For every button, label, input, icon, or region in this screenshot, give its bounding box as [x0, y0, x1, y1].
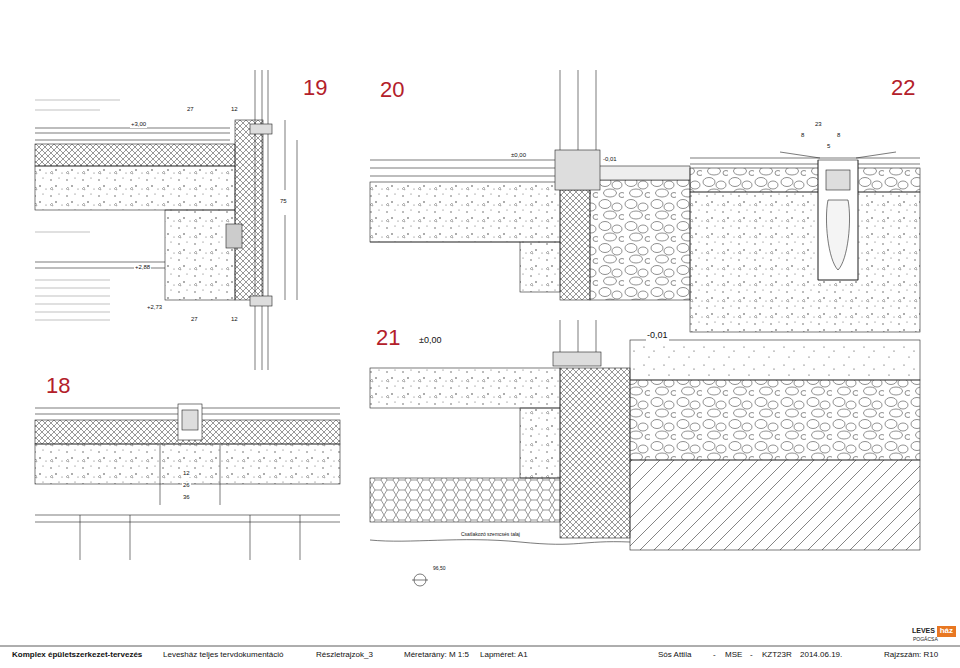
project-name: Levesház teljes tervdokumentáció [163, 651, 284, 660]
drawing-number: Rajzszám: R10 [884, 651, 938, 660]
dimension: 27 [186, 106, 195, 113]
course-name: Komplex épületszerkezet-tervezés [12, 651, 142, 660]
sheet-size: Lapméret: A1 [480, 651, 528, 660]
logo-badge: ház [937, 626, 956, 637]
dimension: 27 [190, 316, 199, 323]
level-mark: ±0,00 [418, 336, 442, 346]
detail-number: 19 [303, 76, 327, 100]
dimension: 12 [230, 106, 239, 113]
scale: Méretarány: M 1:5 [404, 651, 469, 660]
author: Sós Attila [658, 651, 691, 660]
level-mark: +2,88 [134, 264, 151, 271]
dimension: 5 [826, 143, 831, 150]
detail-number: 22 [891, 76, 915, 100]
school: MSE [725, 651, 742, 660]
date: 2014.06.19. [800, 651, 842, 660]
dimension: 26 [182, 482, 191, 489]
level-mark: ±0,00 [510, 152, 527, 159]
level-mark: 96,50 [432, 566, 447, 572]
sheet-title: Részletrajzok_3 [316, 651, 373, 660]
detail-number: 18 [46, 374, 70, 398]
level-mark: +2,73 [146, 304, 163, 311]
level-mark: +3,00 [130, 121, 147, 128]
detail-number: 21 [376, 326, 400, 350]
dimension: 75 [279, 198, 288, 205]
logo-text: LEVES [912, 627, 935, 635]
code: KZT23R [762, 651, 792, 660]
separator: - [713, 651, 716, 660]
dimension: 8 [836, 132, 841, 139]
dimension: 23 [814, 121, 823, 128]
level-mark: -0,01 [602, 156, 618, 163]
dimension: 12 [182, 470, 191, 477]
detail-number: 20 [380, 78, 404, 102]
level-mark: -0,01 [646, 331, 669, 341]
separator: - [750, 651, 753, 660]
dimension: 36 [182, 494, 191, 501]
material-note: Csatlakozó szemcsés talaj [460, 532, 521, 538]
logo-text: POGÁCSA [913, 637, 938, 643]
dimension: 12 [230, 316, 239, 323]
dimension: 8 [800, 132, 805, 139]
